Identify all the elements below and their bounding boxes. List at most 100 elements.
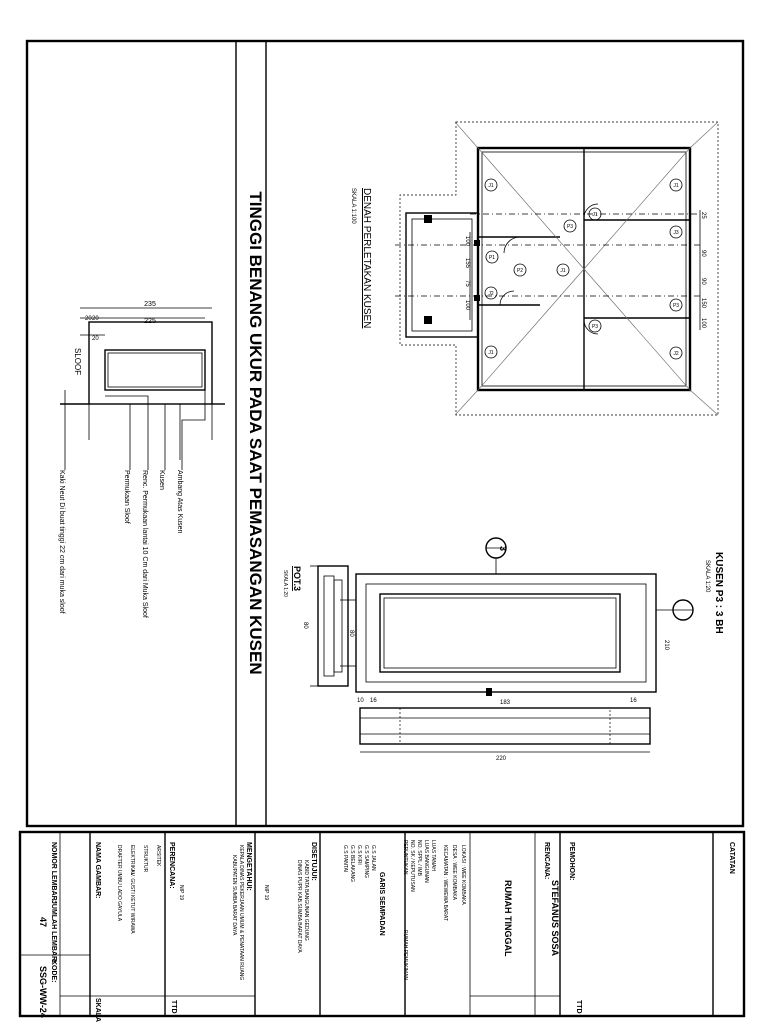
tb-peruntukan-value: RUMAH PEMUKIMAN xyxy=(402,930,408,980)
detail-dim-20c: 20 xyxy=(92,336,99,342)
plan-dim: 100 xyxy=(464,300,470,311)
tb-luas-row: NO. SPPL / IMB xyxy=(416,840,422,877)
measuring-detail: 235 225 20 20 20 SLOOF Ambang Atas Kusen… xyxy=(58,301,225,618)
tb-luas-row: LUAS TANAH xyxy=(430,840,436,871)
frame-dim: 183 xyxy=(500,700,511,706)
plan-porch xyxy=(405,212,479,338)
tb-garis-row: G.S SAMPING xyxy=(363,845,369,878)
tb-perencana-row: ARSITEK xyxy=(155,845,161,867)
plan-dim: 100 xyxy=(700,318,706,329)
floor-plan: J1 J2 J1 P1 P2 J1 P3 P3 P3 J3 J2 J1 J1 2… xyxy=(350,121,719,416)
label-ambang-atas: Ambang Atas Kusen xyxy=(176,470,183,534)
tb-jumlah-lembar-label: JUMLAH LEMBAR: xyxy=(50,900,57,963)
tb-nomor-lembar-label: NOMOR LEMBAR: xyxy=(50,842,57,903)
tb-perencana-name: UMBU LADO GAYULA xyxy=(116,870,122,922)
plan-tag: J1 xyxy=(488,183,494,189)
tb-pemohon-label: PEMOHON: xyxy=(568,842,575,881)
tb-pemohon-name: STEFANUS SOSA xyxy=(550,880,560,957)
tb-perencana-label: PERENCANA: xyxy=(168,842,175,889)
tb-disetujui-org: DINAS PUPR KAB.SUMBA BARAT DAYA xyxy=(296,860,302,953)
plan-tag: P3 xyxy=(673,303,679,309)
tb-luas-row: NO. SK / KEPUTUSAN xyxy=(409,840,415,892)
frame-dim: 210 xyxy=(663,640,669,651)
tb-perencana-row: ELEKTRIKAL xyxy=(129,845,135,876)
tb-luas-row: LUAS BANGUNAN xyxy=(423,840,429,883)
tb-mengetahui-org: KEPALA DINAS PEKERJAAN UMUM & PENATAAN R… xyxy=(238,845,244,980)
tb-mengetahui-org: KABUPATEN SUMBA BARAT DAYA xyxy=(231,855,237,936)
plan-dim: 150 xyxy=(700,298,706,309)
frame-panel xyxy=(379,593,621,673)
frame-title: KUSEN P3 : 3 BH xyxy=(713,552,724,634)
tb-garis-row: G.S BELAKANG xyxy=(349,845,355,882)
tb-disetujui-org: KABID TATA BANGUNAN GEDUNG xyxy=(303,860,309,941)
tb-location-row: LOKASI : WEE KOMBAKA xyxy=(460,845,466,905)
frame-elevation: 80 183 3 16 16 220 210 10 KUSEN P3 : 3 B… xyxy=(340,537,724,762)
section-dim: 80 xyxy=(302,622,308,629)
label-renc-lantai: Renc. Permukaan lantai 10 Cm dari Muka S… xyxy=(141,470,148,618)
frame-dim: 80 xyxy=(348,630,354,637)
tb-ttd1: TTD xyxy=(575,1000,582,1014)
tb-rencana-label: RENCANA: xyxy=(543,842,550,879)
tb-garis-row: G.S JALAN xyxy=(370,845,376,871)
frame-dim: 16 xyxy=(370,698,377,704)
detail-frame-outer xyxy=(88,321,213,405)
plan-dim: 90 xyxy=(700,250,706,257)
detail-dim-20a: 20 xyxy=(85,316,92,322)
section-frame xyxy=(317,565,349,687)
plan-tag: P3 xyxy=(592,324,598,330)
section-marker-label: 3 xyxy=(498,546,508,551)
plan-dim: 90 xyxy=(700,278,706,285)
tb-garis-title: GARIS SEMPADAN xyxy=(378,872,385,936)
detail-dim-20b: 20 xyxy=(92,316,99,322)
tb-location-row: DESA : WEE KOMBAKA xyxy=(451,845,457,901)
label-kusen: Kusen xyxy=(158,470,165,490)
tb-nomor-lembar-value: 47 xyxy=(38,917,48,927)
plan-scale: SKALA 1:100 xyxy=(350,188,356,224)
titleblock: CATATAN PEMOHON: RENCANA: GARIS SEMPADAN… xyxy=(20,832,735,1022)
section-pot3: 80 POT.3 SKALA 1:20 xyxy=(282,565,349,687)
plan-dim: 100 xyxy=(464,236,470,247)
plan-tag: P1 xyxy=(489,255,495,261)
tb-rencana-value: RUMAH TINGGAL xyxy=(503,880,513,957)
tb-perencana-row: DRAFTER xyxy=(116,845,122,869)
tb-garis-row: G.S KIRI xyxy=(356,845,362,865)
plan-tag: J1 xyxy=(592,212,598,218)
plan-tag: P3 xyxy=(567,224,573,230)
label-kaki-neut: Kaki Neut Di buat tinggi 22 cm dari muka… xyxy=(58,470,65,614)
main-title: TINGGI BENANG UKUR PADA SAAT PEMASANGAN … xyxy=(246,191,265,674)
tb-perencana-name: I.V. GUSTI KETUT WIRAWA xyxy=(129,870,135,934)
plan-tag: J3 xyxy=(673,230,679,236)
plan-tag: J2 xyxy=(488,291,494,297)
section-scale: SKALA 1:20 xyxy=(282,570,288,597)
frame-scale: SKALA 1:20 xyxy=(704,560,710,593)
tb-garis-row: G.S PANTAI xyxy=(342,845,348,872)
plan-tag: J1 xyxy=(560,268,566,274)
plan-tag: J2 xyxy=(673,351,679,357)
detail-dim-225: 225 xyxy=(144,318,156,325)
tb-skala-label: SKALA xyxy=(94,998,101,1022)
tb-ttd2: TTD xyxy=(170,1000,177,1014)
detail-sloof-label: SLOOF xyxy=(73,348,82,375)
frame-dim: 10 xyxy=(357,698,364,704)
label-permukaan-sloof: Permukaan Sloof xyxy=(123,470,130,524)
tb-nip1: NIP 19 xyxy=(263,885,269,900)
tb-luas-row: PERUNTUKAN xyxy=(402,840,408,875)
tb-location-row: KECAMATAN : WEWEWA BARAT xyxy=(442,845,448,921)
frame-plan-strip xyxy=(359,707,651,745)
tb-perencana-row: STRUKTUR xyxy=(142,845,148,873)
tb-disetujui-label: DISETUJUI: xyxy=(310,842,317,881)
plan-tag: J1 xyxy=(673,183,679,189)
plan-dim: 75 xyxy=(464,280,470,287)
frame-dim: 16 xyxy=(630,698,637,704)
tb-kode-value: SSG-WW-24 xyxy=(38,966,48,1018)
tb-mengetahui-label: MENGETAHUI: xyxy=(245,842,252,891)
plan-title: DENAH PERLETAKAN KUSEN xyxy=(361,188,372,328)
detail-dim-235: 235 xyxy=(144,301,156,308)
tb-kode-label: KODE: xyxy=(50,960,57,983)
tb-catatan: CATATAN xyxy=(728,842,735,874)
drawing-border xyxy=(25,39,745,828)
roof-outline xyxy=(399,121,719,416)
plan-dim: 155 xyxy=(464,258,470,269)
plan-tag: P2 xyxy=(517,268,523,274)
